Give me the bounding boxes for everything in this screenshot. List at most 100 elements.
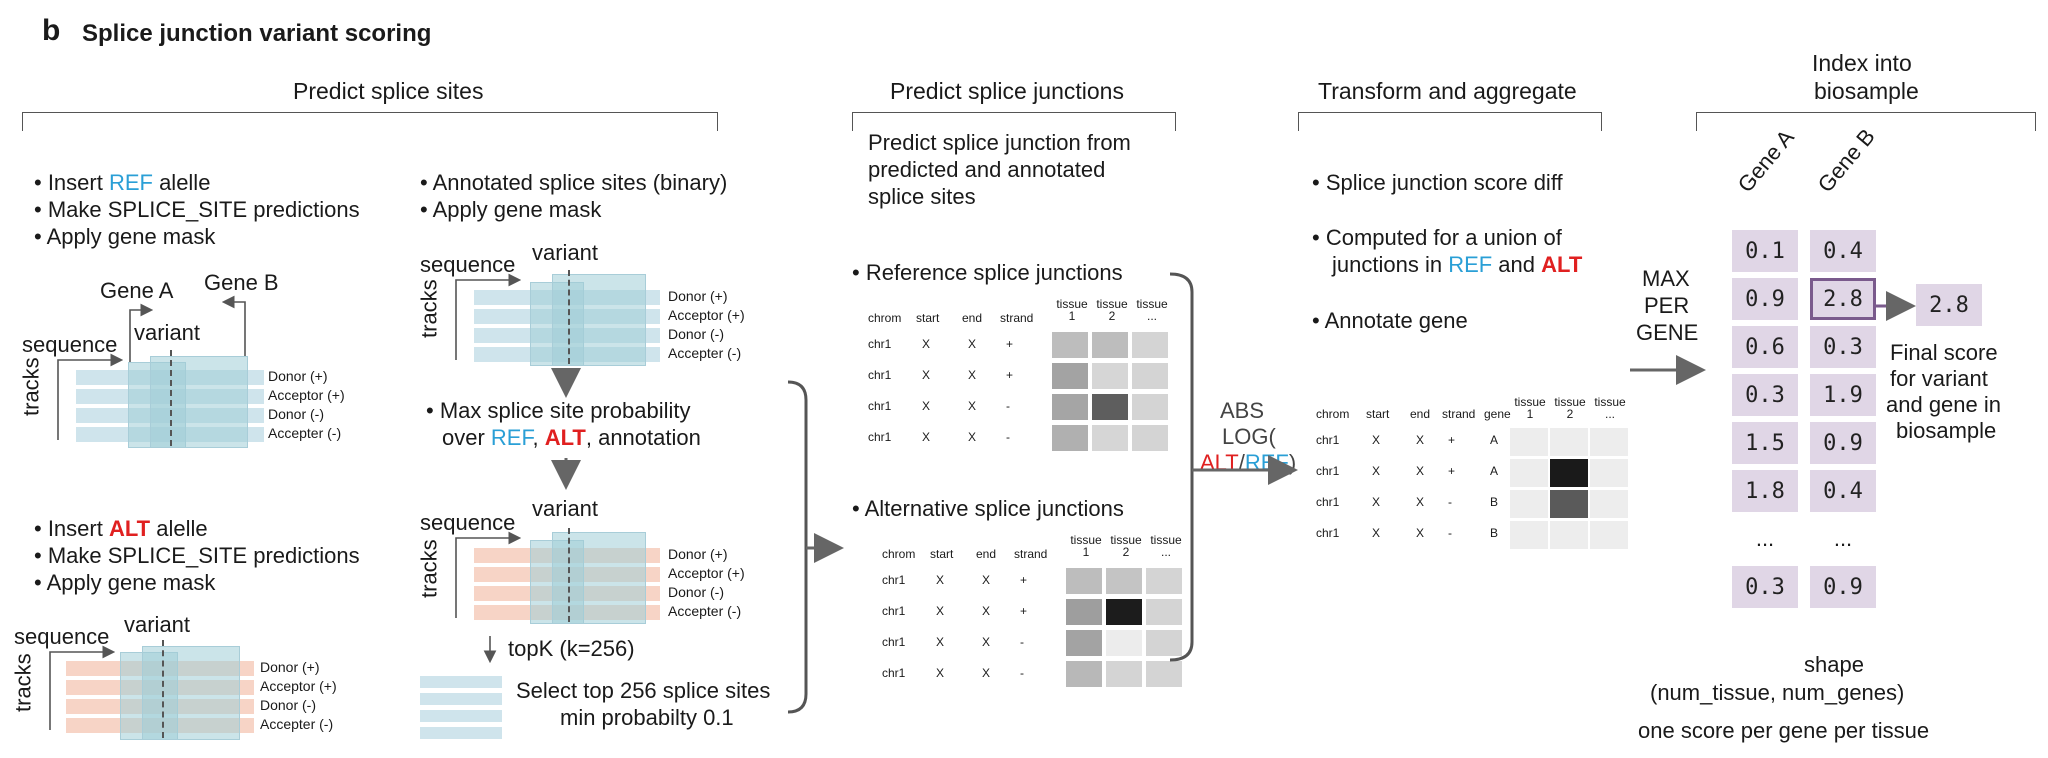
ref-junction-cell-2-2: X bbox=[922, 368, 931, 382]
max-sequence-label: sequence bbox=[420, 510, 516, 535]
agg-bullet-union-2: junctions in REF and ALT bbox=[1332, 252, 1583, 277]
alt-track-label-1: Donor (+) bbox=[260, 659, 320, 675]
agg-heat-4-3 bbox=[1590, 521, 1628, 549]
section-index-line1: Index into bbox=[1812, 50, 1912, 76]
ref-junction-header-tissue-3: tissue ... bbox=[1136, 297, 1168, 323]
alt-junctions-title: • Alternative splice junctions bbox=[852, 496, 1124, 521]
ref-junction-heat-3-3 bbox=[1132, 394, 1168, 420]
alt-junction-cell-1-2: X bbox=[936, 573, 945, 587]
ref-junction-heat-1-3 bbox=[1132, 332, 1168, 358]
section-index-line2: biosample bbox=[1814, 78, 1919, 104]
agg-bullet-union-1: • Computed for a union of bbox=[1312, 225, 1562, 250]
panel-title: Splice junction variant scoring bbox=[82, 20, 432, 47]
max-per-gene-1: MAX bbox=[1642, 266, 1690, 291]
section-predict-sites: Predict splice sites bbox=[293, 78, 484, 104]
final-score-2: for variant bbox=[1890, 366, 1988, 391]
ref-seq-arrow bbox=[57, 353, 124, 440]
alt-junction-cell-3-4: - bbox=[1020, 635, 1024, 649]
alt-junction-header-tissue-3: tissue ... bbox=[1150, 533, 1182, 559]
agg-cell-1-1: chr1 bbox=[1316, 433, 1340, 447]
alt-bullet-predict: • Make SPLICE_SITE predictions bbox=[34, 543, 360, 568]
agg-header-3: end bbox=[1410, 407, 1431, 421]
ref-junction-heat-2-1 bbox=[1052, 363, 1088, 389]
agg-bullet-annotate: • Annotate gene bbox=[1312, 308, 1468, 333]
ref-junction-cell-1-3: X bbox=[968, 337, 977, 351]
topk-track-4 bbox=[420, 727, 502, 739]
max-bullet-line1: • Max splice site probability bbox=[426, 398, 691, 423]
alt-junction-cell-2-4: + bbox=[1020, 604, 1028, 618]
max-variant-label: variant bbox=[532, 496, 599, 521]
alt-junction-heat-2-3 bbox=[1146, 599, 1182, 625]
bracket-index bbox=[1696, 112, 2036, 131]
alt-track-label-2: Acceptor (+) bbox=[260, 678, 337, 694]
agg-heat-2-3 bbox=[1590, 459, 1628, 487]
matrix-b-8: 0.9 bbox=[1810, 566, 1876, 608]
alt-junction-heat-1-1 bbox=[1066, 568, 1102, 594]
alt-junction-header-3: end bbox=[976, 547, 997, 561]
ref-junction-header-4: strand bbox=[1000, 311, 1034, 325]
agg-header-5: gene bbox=[1484, 407, 1511, 421]
agg-heat-1-3 bbox=[1590, 428, 1628, 456]
shape-label-2: (num_tissue, num_genes) bbox=[1650, 680, 1905, 705]
max-track-label-2: Acceptor (+) bbox=[668, 565, 745, 581]
matrix-b-highlight: 2.8 bbox=[1810, 278, 1876, 320]
agg-cell-3-2: X bbox=[1372, 495, 1381, 509]
matrix-a-4: 0.3 bbox=[1732, 374, 1798, 416]
annot-sequence-label: sequence bbox=[420, 252, 516, 277]
alt-junction-heat-3-2 bbox=[1106, 630, 1142, 656]
ref-junctions-title: • Reference splice junctions bbox=[852, 260, 1123, 285]
alt-variant-line bbox=[162, 640, 164, 738]
alt-junction-cell-4-3: X bbox=[982, 666, 991, 680]
alt-junction-heat-1-3 bbox=[1146, 568, 1182, 594]
alt-junction-cell-4-4: - bbox=[1020, 666, 1024, 680]
alt-gene-b-region bbox=[142, 646, 240, 740]
ref-junction-cell-1-2: X bbox=[922, 337, 931, 351]
agg-header-tissue-2: tissue 2 bbox=[1554, 395, 1586, 421]
final-score-cell: 2.8 bbox=[1916, 284, 1982, 326]
alt-junction-cell-1-1: chr1 bbox=[882, 573, 906, 587]
ref-gene-a-label: Gene A bbox=[100, 278, 174, 303]
ref-gene-b-arrow bbox=[221, 295, 246, 356]
ref-junction-heat-2-2 bbox=[1092, 363, 1128, 389]
agg-cell-1-3: X bbox=[1416, 433, 1425, 447]
agg-cell-1-2: X bbox=[1372, 433, 1381, 447]
alt-junction-cell-3-3: X bbox=[982, 635, 991, 649]
topk-track-2 bbox=[420, 693, 502, 705]
log-label: LOG( bbox=[1222, 424, 1276, 449]
alt-junction-header-2: start bbox=[930, 547, 954, 561]
annot-bullet-binary: • Annotated splice sites (binary) bbox=[420, 170, 728, 195]
bracket-transform bbox=[1298, 112, 1602, 131]
annot-track-label-4: Accepter (-) bbox=[668, 345, 742, 361]
ref-junction-cell-1-4: + bbox=[1006, 337, 1014, 351]
section-predict-junctions: Predict splice junctions bbox=[890, 78, 1124, 104]
select-min-label: min probabilty 0.1 bbox=[560, 705, 734, 730]
max-per-gene-2: PER bbox=[1644, 293, 1690, 318]
matrix-b-4: 1.9 bbox=[1810, 374, 1876, 416]
agg-cell-4-4: - bbox=[1448, 526, 1452, 540]
alt-junction-cell-4-1: chr1 bbox=[882, 666, 906, 680]
agg-cell-2-3: X bbox=[1416, 464, 1425, 478]
ref-junction-cell-2-3: X bbox=[968, 368, 977, 382]
agg-heat-4-1 bbox=[1510, 521, 1548, 549]
agg-cell-1-5: A bbox=[1490, 433, 1499, 447]
ref-sequence-label: sequence bbox=[22, 332, 118, 357]
annot-bullet-mask: • Apply gene mask bbox=[420, 197, 602, 222]
alt-junction-cell-1-4: + bbox=[1020, 573, 1028, 587]
ref-junction-heat-4-1 bbox=[1052, 425, 1088, 451]
topk-track-3 bbox=[420, 710, 502, 722]
annot-gene-b-region bbox=[552, 274, 646, 366]
ref-gene-a-arrow bbox=[129, 303, 154, 362]
alt-junction-cell-1-3: X bbox=[982, 573, 991, 587]
max-variant-line bbox=[568, 528, 570, 622]
topk-track-1 bbox=[420, 676, 502, 688]
ref-track-label-4: Accepter (-) bbox=[268, 425, 342, 441]
ref-gene-b-label: Gene B bbox=[204, 270, 279, 295]
alt-junction-heat-4-3 bbox=[1146, 661, 1182, 687]
alt-junction-cell-3-1: chr1 bbox=[882, 635, 906, 649]
ref-junction-cell-1-1: chr1 bbox=[868, 337, 892, 351]
ref-bullet-mask: • Apply gene mask bbox=[34, 224, 216, 249]
agg-cell-2-2: X bbox=[1372, 464, 1381, 478]
topk-label: topK (k=256) bbox=[508, 636, 635, 661]
alt-junction-cell-4-2: X bbox=[936, 666, 945, 680]
matrix-a-6: 1.8 bbox=[1732, 470, 1798, 512]
